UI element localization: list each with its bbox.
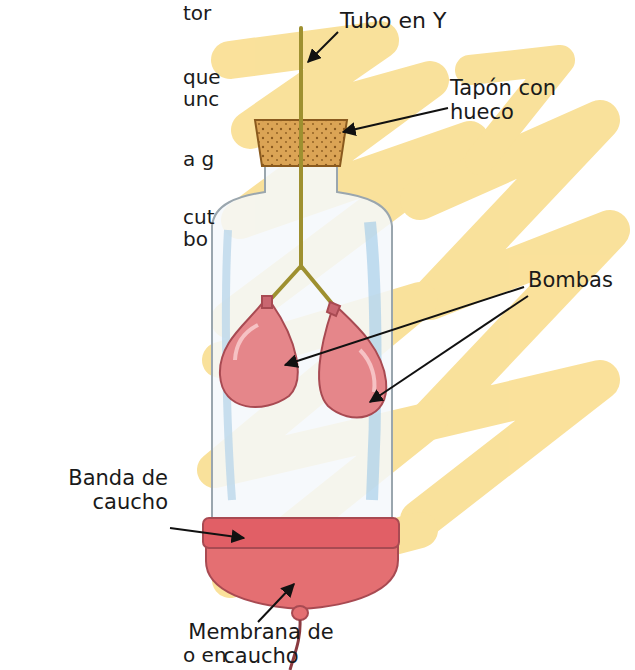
- label-text: que: [183, 66, 221, 89]
- part-label: Banda de caucho: [60, 466, 168, 514]
- cork-stopper: [255, 118, 347, 168]
- label-text: Banda de caucho: [60, 466, 168, 514]
- part-label: Tubo en Y: [340, 8, 480, 33]
- rubber-band: [203, 518, 399, 548]
- part-label: Bombas: [528, 268, 628, 292]
- label-text: cut: [183, 206, 215, 229]
- part-label: Tapón con hueco: [450, 76, 580, 124]
- label-text: a g: [183, 148, 214, 171]
- cut-text-fragment: o en: [183, 644, 243, 667]
- cut-text-fragment: unc: [183, 88, 243, 111]
- label-text: Tubo en Y: [340, 8, 446, 33]
- cut-text-fragment: tor: [183, 2, 243, 25]
- cut-text-fragment: bo: [183, 228, 243, 251]
- label-text: Bombas: [528, 268, 613, 292]
- label-text: o en: [183, 644, 227, 667]
- label-text: bo: [183, 228, 208, 251]
- cut-text-fragment: que: [183, 66, 243, 89]
- label-text: Tapón con hueco: [450, 76, 580, 124]
- cut-text-fragment: a g: [183, 148, 243, 171]
- label-text: tor: [183, 2, 211, 25]
- cut-text-fragment: cut: [183, 206, 243, 229]
- balloons: [220, 296, 386, 417]
- label-text: unc: [183, 88, 219, 111]
